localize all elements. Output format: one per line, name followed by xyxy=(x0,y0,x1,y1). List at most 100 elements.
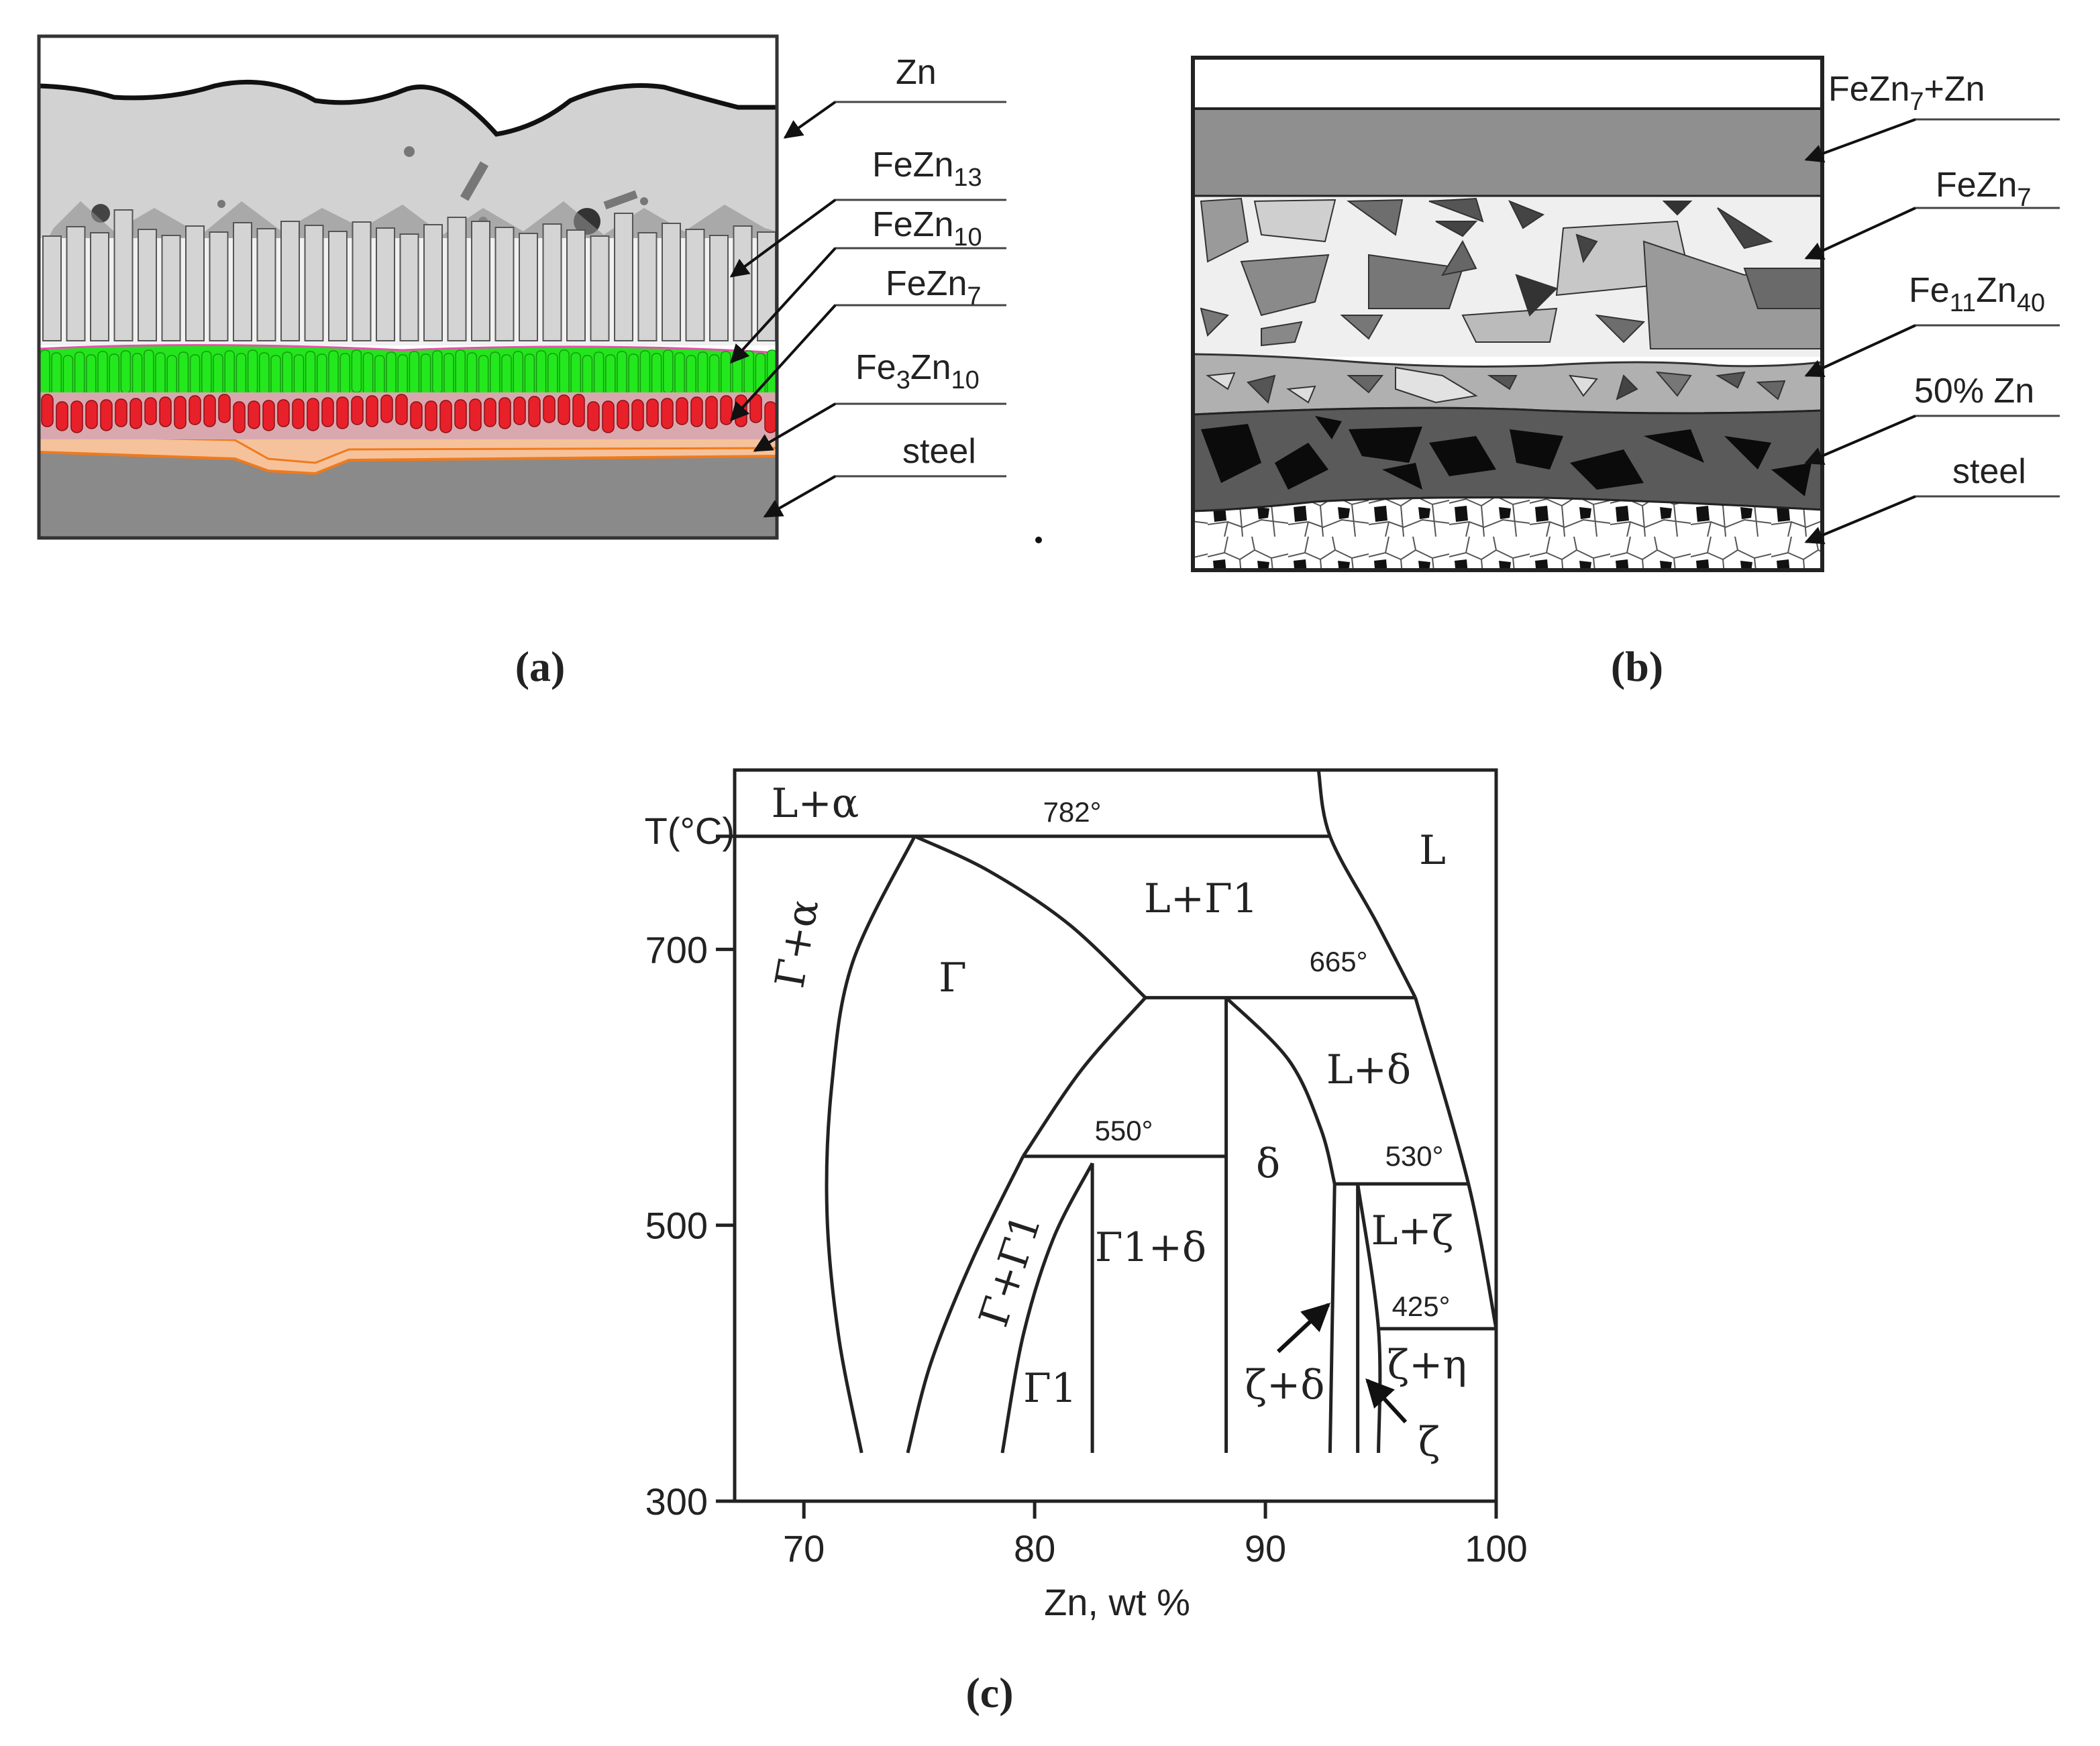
fezn10-grain xyxy=(593,351,605,397)
fezn7-grains xyxy=(41,394,777,433)
isotherm-530: 530° xyxy=(1385,1140,1444,1172)
fezn7-grain xyxy=(513,396,526,425)
panel-b-leaders xyxy=(1915,118,2060,498)
fezn13-column xyxy=(447,217,467,341)
fezn7-grain xyxy=(144,397,157,425)
fezn13-column xyxy=(662,223,681,341)
fezn10-grain xyxy=(40,349,50,399)
fezn13-column xyxy=(304,225,324,341)
fezn10-grain xyxy=(317,353,327,398)
fezn13-columns xyxy=(42,209,776,341)
y-axis-label: T(°C) xyxy=(645,810,735,852)
region-l-alpha: L+α xyxy=(772,780,859,827)
region-gamma-gamma1: Γ+Γ1 xyxy=(970,1208,1051,1332)
fezn7-grain xyxy=(115,398,127,427)
fezn13-column xyxy=(185,225,205,341)
boundary-liquidus_lower xyxy=(1414,997,1498,1329)
fezn13-column xyxy=(423,224,443,341)
region-l-gamma1: L+Γ1 xyxy=(1144,875,1258,922)
fezn10-grain xyxy=(466,352,478,396)
fezn10-grain xyxy=(305,351,316,400)
fezn10-grain xyxy=(432,350,443,394)
b-fe11zn40-fragments xyxy=(1206,366,1786,404)
fezn10-grain xyxy=(178,351,189,398)
fezn10-grain xyxy=(397,354,408,399)
x-tick-label: 70 xyxy=(783,1527,825,1570)
fezn10-grain xyxy=(663,349,674,394)
label-fe3zn10: Fe3Zn10 xyxy=(855,348,980,394)
fezn13-column xyxy=(519,233,538,341)
fezn7-grain xyxy=(70,400,83,433)
stray-dot xyxy=(1035,537,1042,543)
region-delta: δ xyxy=(1256,1140,1280,1187)
fezn7-grain xyxy=(469,398,482,431)
fezn7-grain xyxy=(558,394,570,425)
fezn7-grain xyxy=(174,396,187,429)
fezn13-column xyxy=(209,231,229,341)
fezn7-grain xyxy=(56,401,68,431)
fezn10-grain xyxy=(674,352,685,398)
fezn7-grain xyxy=(572,394,585,427)
fezn10-grain xyxy=(490,351,501,399)
fezn13-column xyxy=(113,209,134,341)
label-steel-b: steel xyxy=(1952,452,2026,491)
fezn7-grain xyxy=(307,398,319,431)
fezn13-column xyxy=(614,213,633,341)
fezn7-grain xyxy=(351,396,364,425)
fezn13-column xyxy=(66,226,86,341)
fezn10-grain xyxy=(247,349,258,395)
fezn10-grain xyxy=(455,349,466,398)
boundary-delta_right_liquidus xyxy=(1224,996,1336,1185)
zeta-delta-arrow xyxy=(1276,1303,1331,1354)
fezn7-grain xyxy=(425,400,437,431)
fezn10-grain xyxy=(86,354,97,398)
fezn7-grain xyxy=(41,394,54,427)
fezn10-grain xyxy=(259,352,270,400)
boundary-gamma1_left xyxy=(1000,1162,1094,1454)
region-l-delta: L+δ xyxy=(1326,1046,1411,1093)
fezn7-grain xyxy=(380,394,393,423)
fezn10-grains xyxy=(40,349,777,404)
label-fezn7-b: FeZn7 xyxy=(1936,166,2032,212)
fezn10-grain xyxy=(443,353,454,399)
region-l: L xyxy=(1419,827,1446,874)
fezn10-grain xyxy=(721,351,731,398)
x-tick-label: 90 xyxy=(1245,1527,1286,1570)
y-tick-label: 500 xyxy=(645,1205,708,1247)
fezn13-column xyxy=(352,221,372,341)
b-steel-layer xyxy=(1193,496,1822,570)
b-top-white xyxy=(1193,58,1822,109)
boundary-liquidus_upper xyxy=(1316,769,1417,999)
fezn7-grain xyxy=(366,395,378,427)
fezn7-grain xyxy=(410,401,423,429)
isotherm-665: 665° xyxy=(1310,946,1368,977)
fezn10-grain xyxy=(213,353,223,400)
panel-a-arrows xyxy=(729,101,837,518)
fezn10-grain xyxy=(120,350,132,394)
fezn13-column xyxy=(233,222,252,341)
fezn7-grain xyxy=(631,399,644,431)
fezn7-grain xyxy=(85,400,98,429)
fezn13-column xyxy=(494,227,515,341)
panel-a: Zn FeZn13 FeZn10 FeZn7 Fe3Zn10 steel (a) xyxy=(37,34,1042,690)
fezn10-grain xyxy=(559,349,570,396)
fezn7-grain xyxy=(720,395,733,425)
label-50zn: 50% Zn xyxy=(1914,372,2034,411)
phase-plot-frame xyxy=(733,768,1498,1503)
fezn13-column xyxy=(590,235,610,341)
fezn13-column xyxy=(399,233,419,341)
fezn13-column xyxy=(161,235,181,341)
fezn10-grain xyxy=(582,355,593,398)
b-fezn7-zn-layer xyxy=(1193,109,1822,196)
caption-a: (a) xyxy=(515,643,566,690)
fezn7-grain xyxy=(233,401,246,433)
fezn7-grain xyxy=(395,394,408,425)
label-fezn13: FeZn13 xyxy=(872,146,982,192)
fezn10-grain xyxy=(132,353,143,398)
label-zn: Zn xyxy=(896,53,937,92)
phase-boundaries xyxy=(825,769,1498,1454)
fezn7-grain xyxy=(617,400,629,429)
boundary-gamma_gamma1_lower xyxy=(906,1155,1025,1454)
boundary-gamma_gamma1_upper xyxy=(1021,996,1147,1158)
